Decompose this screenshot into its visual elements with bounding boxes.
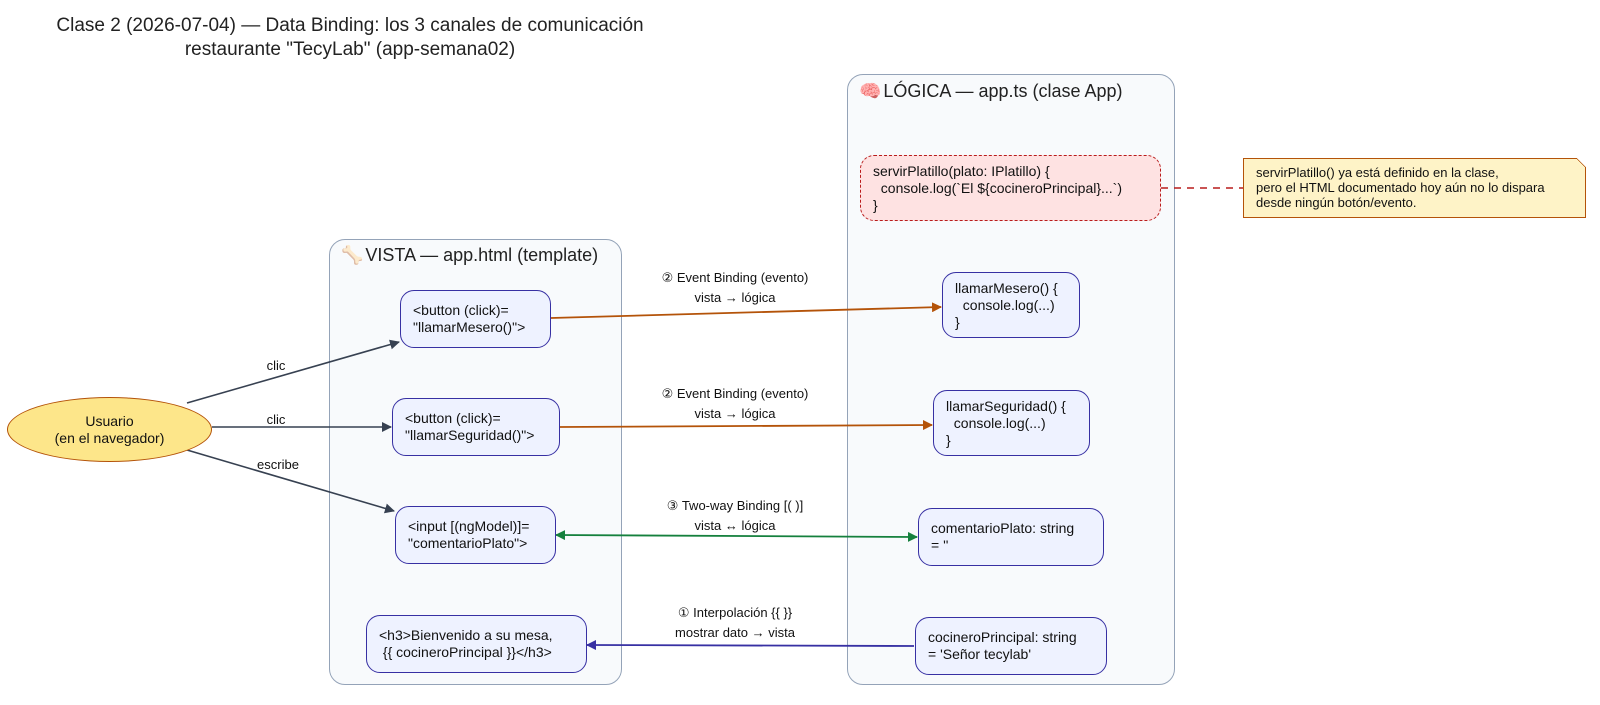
edge-label-clic-1: clic	[266, 358, 286, 373]
node-llamar-seguridad-method: llamarSeguridad() { console.log(...) }	[933, 390, 1090, 456]
edge-label-twoway-line2: vista ↔ lógica	[694, 518, 776, 533]
edge-event-seguridad	[559, 420, 933, 431]
edge-twoway	[555, 530, 918, 542]
edge-user-to-input	[186, 449, 395, 514]
edge-label-event-seguridad: ② Event Binding (evento) vista → lógica	[615, 384, 855, 424]
node-input-ngmodel: <input [(ngModel)]= "comentarioPlato">	[395, 506, 556, 564]
user-node: Usuario (en el navegador)	[7, 397, 212, 462]
title-line-2: restaurante "TecyLab" (app-semana02)	[184, 39, 516, 60]
diagram-title: Clase 2 (2026-07-04) — Data Binding: los…	[0, 14, 700, 62]
edge-label-twoway-line1: ③ Two-way Binding [( )]	[666, 498, 804, 513]
edge-label-interpolation: ① Interpolación {{ }} mostrar dato → vis…	[615, 603, 855, 643]
node-llamar-mesero-method: llamarMesero() { console.log(...) }	[942, 272, 1080, 338]
edge-label-event-mesero-line2: vista → lógica	[694, 290, 776, 305]
edge-label-twoway: ③ Two-way Binding [( )] vista ↔ lógica	[615, 496, 855, 536]
edge-label-event-mesero-line1: ② Event Binding (evento)	[661, 270, 809, 285]
title-line-1: Clase 2 (2026-07-04) — Data Binding: los…	[56, 15, 644, 36]
node-servir-platillo: servirPlatillo(plato: IPlatillo) { conso…	[860, 155, 1161, 221]
edge-label-interpolation-line1: ① Interpolación {{ }}	[677, 605, 793, 620]
edge-label-escribe: escribe	[257, 457, 299, 472]
node-button-llamar-seguridad: <button (click)= "llamarSeguridad()">	[392, 398, 560, 456]
edge-label-event-mesero: ② Event Binding (evento) vista → lógica	[615, 268, 855, 308]
cluster-vista-title: VISTA — app.html (template)	[365, 245, 599, 265]
edge-label-event-seguridad-line2: vista → lógica	[694, 406, 776, 421]
cluster-logica-label: 🧠LÓGICA — app.ts (clase App)	[859, 81, 1123, 102]
note-servir-platillo: servirPlatillo() ya está definido en la …	[1243, 158, 1586, 218]
node-cocinero-principal: cocineroPrincipal: string = 'Señor tecyl…	[915, 617, 1107, 675]
edge-user-to-btn-mesero	[186, 339, 400, 404]
node-comentario-plato: comentarioPlato: string = ''	[918, 508, 1104, 566]
brain-icon: 🧠	[859, 81, 882, 101]
cluster-logica-title: LÓGICA — app.ts (clase App)	[883, 81, 1123, 101]
edge-label-interpolation-line2: mostrar dato → vista	[675, 625, 795, 640]
edge-interpolation	[586, 640, 915, 651]
edge-label-clic-2: clic	[266, 412, 286, 427]
cluster-vista-label: 🦴VISTA — app.html (template)	[341, 245, 598, 266]
bone-icon: 🦴	[341, 245, 364, 265]
node-button-llamar-mesero: <button (click)= "llamarMesero()">	[400, 290, 551, 348]
edge-event-mesero	[550, 302, 942, 319]
node-h3-bienvenido: <h3>Bienvenido a su mesa, {{ cocineroPri…	[366, 615, 587, 673]
edge-label-event-seguridad-line1: ② Event Binding (evento)	[661, 386, 809, 401]
